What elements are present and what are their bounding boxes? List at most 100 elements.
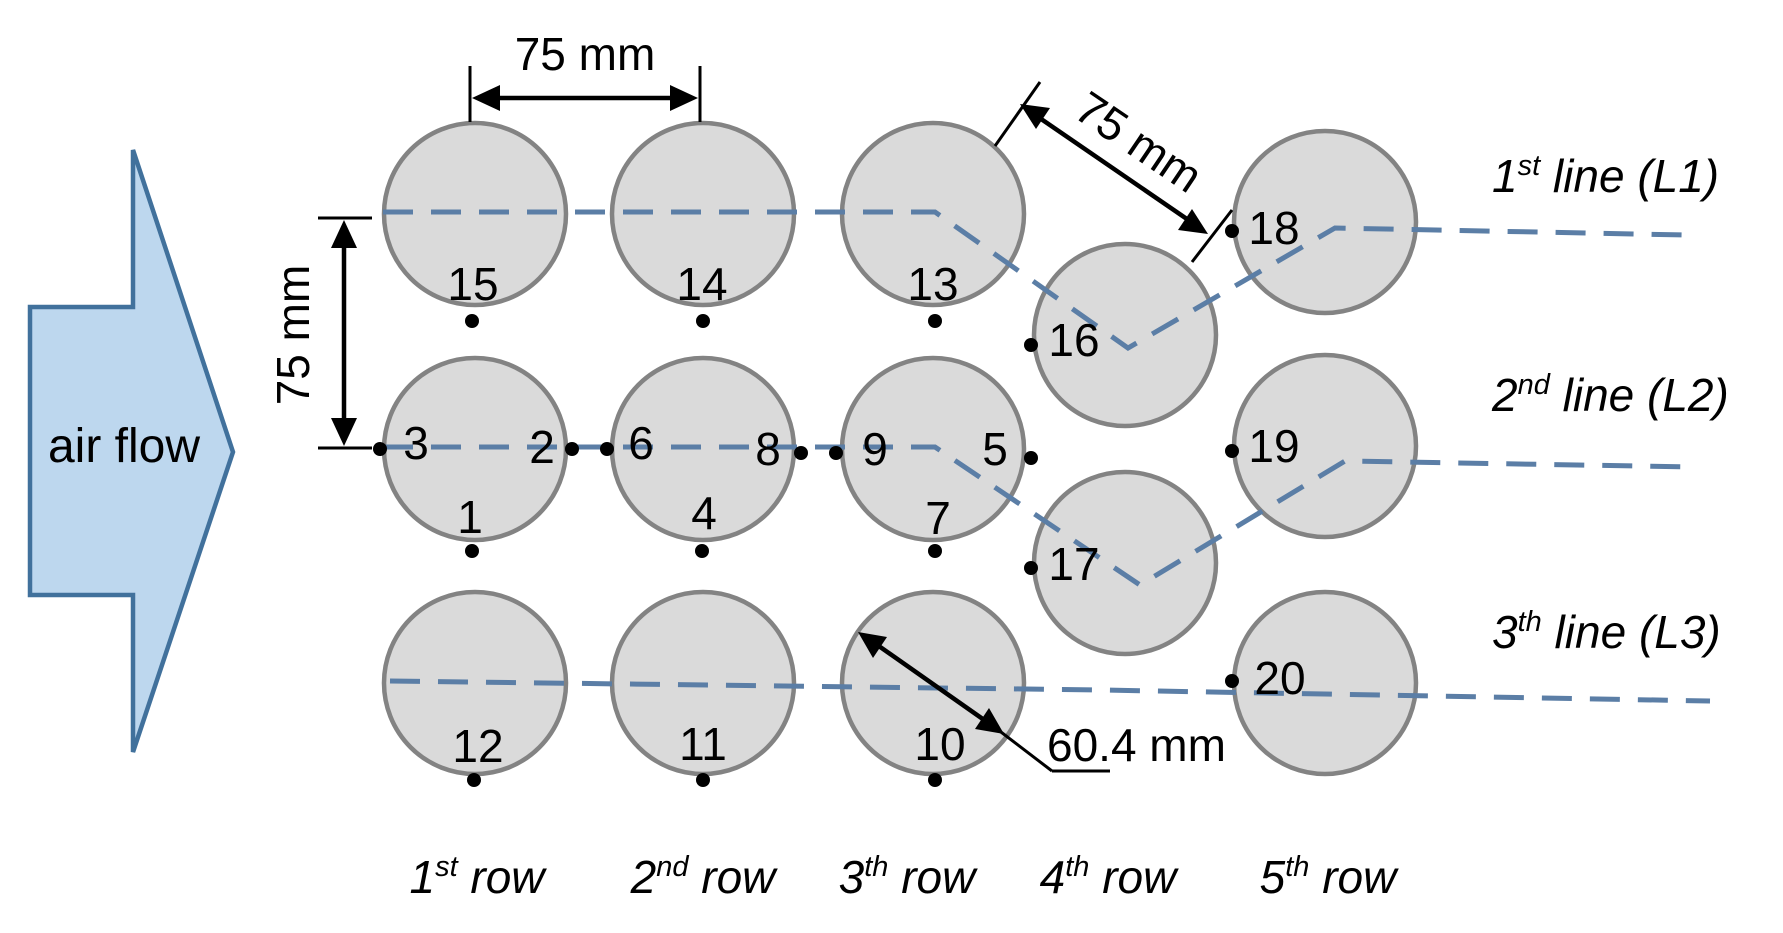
row-label-2-number: 2 [630,851,657,903]
dot-10 [928,773,942,787]
dim-v-arrowhead-bottom [331,418,357,446]
row-label-1-text: row [458,851,548,903]
point-label-14: 14 [676,258,727,310]
dim-h-arrowhead-right [670,85,698,111]
point-label-8: 8 [755,423,781,475]
point-label-7: 7 [925,492,951,544]
dot-11 [696,773,710,787]
air-flow-label: air flow [48,420,200,473]
line-labels: 1st line (L1) 2nd line (L2) 3th line (L3… [1491,150,1729,658]
flow-line-l2 [383,444,1696,588]
row-label-1-number: 1 [409,851,435,903]
row-label-1: 1st row [409,851,547,903]
row-label-3-text: row [888,851,978,903]
point-label-13: 13 [907,258,958,310]
row-label-5: 5th row [1260,851,1399,903]
point-label-16: 16 [1048,314,1099,366]
dot-6 [600,442,614,456]
dim-dia-line [864,635,999,731]
dim-d-arrowhead-a [1020,104,1050,129]
dot-8 [794,446,808,460]
line-label-l1: 1st line (L1) [1492,150,1719,202]
dot-19 [1225,444,1239,458]
row-label-4-number: 4 [1040,851,1066,903]
point-label-4: 4 [691,487,717,539]
line-label-l3-text: line (L3) [1542,606,1721,658]
dim-d-ext-a [993,81,1042,147]
point-label-3: 3 [403,417,429,469]
dot-14 [696,314,710,328]
dim-dia-label: 60.4 mm [1047,719,1226,771]
line-label-l3-sup: th [1518,606,1542,638]
row-label-5-text: row [1309,851,1399,903]
point-label-6: 6 [628,417,654,469]
line-label-l2-number: 2 [1491,369,1518,421]
dot-17 [1024,561,1038,575]
row-label-3-sup: th [864,851,888,883]
air-flow-arrow: air flow [27,149,236,753]
dot-1 [465,544,479,558]
flow-lines [383,209,1711,704]
air-flow-arrow-shape [27,149,236,753]
dim-dia-arrowhead-b [975,708,1004,734]
point-label-11: 11 [679,718,727,770]
point-label-5: 5 [982,423,1008,475]
dot-12 [467,773,481,787]
dim-d-line [1026,108,1202,230]
dot-3 [373,442,387,456]
point-label-10: 10 [914,718,965,770]
point-label-19: 19 [1248,420,1299,472]
dot-20 [1225,674,1239,688]
tube-r5-top [1231,128,1419,316]
row-label-2-text: row [688,851,778,903]
line-label-l1-sup: st [1518,150,1543,182]
flow-line-l3 [389,678,1711,704]
row-label-3: 3th row [839,851,978,903]
row-label-2: 2nd row [630,851,779,903]
point-label-1: 1 [457,491,483,543]
dimension-diameter: 60.4 mm [858,632,1226,773]
dim-dia-arrowhead-a [858,632,887,658]
dim-d-arrowhead-b [1178,209,1208,234]
dim-h-arrowhead-left [472,85,500,111]
dim-v-arrowhead-top [331,220,357,248]
row-label-2-sup: nd [656,851,689,883]
dot-15 [465,314,479,328]
dim-dia-leader [996,727,1053,773]
dot-7 [928,544,942,558]
point-label-18: 18 [1248,202,1299,254]
row-label-1-sup: st [435,851,460,883]
row-label-3-number: 3 [839,851,865,903]
row-label-4-text: row [1089,851,1179,903]
dot-5 [1024,451,1038,465]
dot-16 [1024,338,1038,352]
flow-line-l1 [383,209,1686,351]
dot-18 [1225,224,1239,238]
dim-d-ext-b [1190,209,1234,263]
dim-v-label: 75 mm [267,265,319,406]
point-label-12: 12 [452,720,503,772]
point-label-15: 15 [447,258,498,310]
point-labels: 1 2 3 4 5 6 7 8 9 10 11 12 13 14 15 16 1… [403,202,1305,772]
line-label-l3-number: 3 [1492,606,1518,658]
row-label-5-number: 5 [1260,851,1286,903]
row-labels: 1st row 2nd row 3th row 4th row 5th row [409,851,1399,903]
dot-9 [829,446,843,460]
measurement-dots [373,224,1239,787]
dot-4 [695,544,709,558]
point-label-17: 17 [1048,538,1099,590]
line-label-l1-number: 1 [1492,150,1518,202]
tube-r4-upper [1031,241,1219,429]
dimension-diagonal: 75 mm [993,81,1234,263]
dimension-horizontal: 75 mm [468,28,702,122]
line-label-l1-text: line (L1) [1540,150,1719,202]
dot-13 [928,314,942,328]
point-label-20: 20 [1254,652,1305,704]
line-label-l2-sup: nd [1518,369,1551,401]
tube-bank [381,120,1419,777]
dim-h-label: 75 mm [515,28,656,80]
point-label-9: 9 [862,423,888,475]
row-label-4-sup: th [1065,851,1089,883]
line-label-l2: 2nd line (L2) [1491,369,1729,421]
